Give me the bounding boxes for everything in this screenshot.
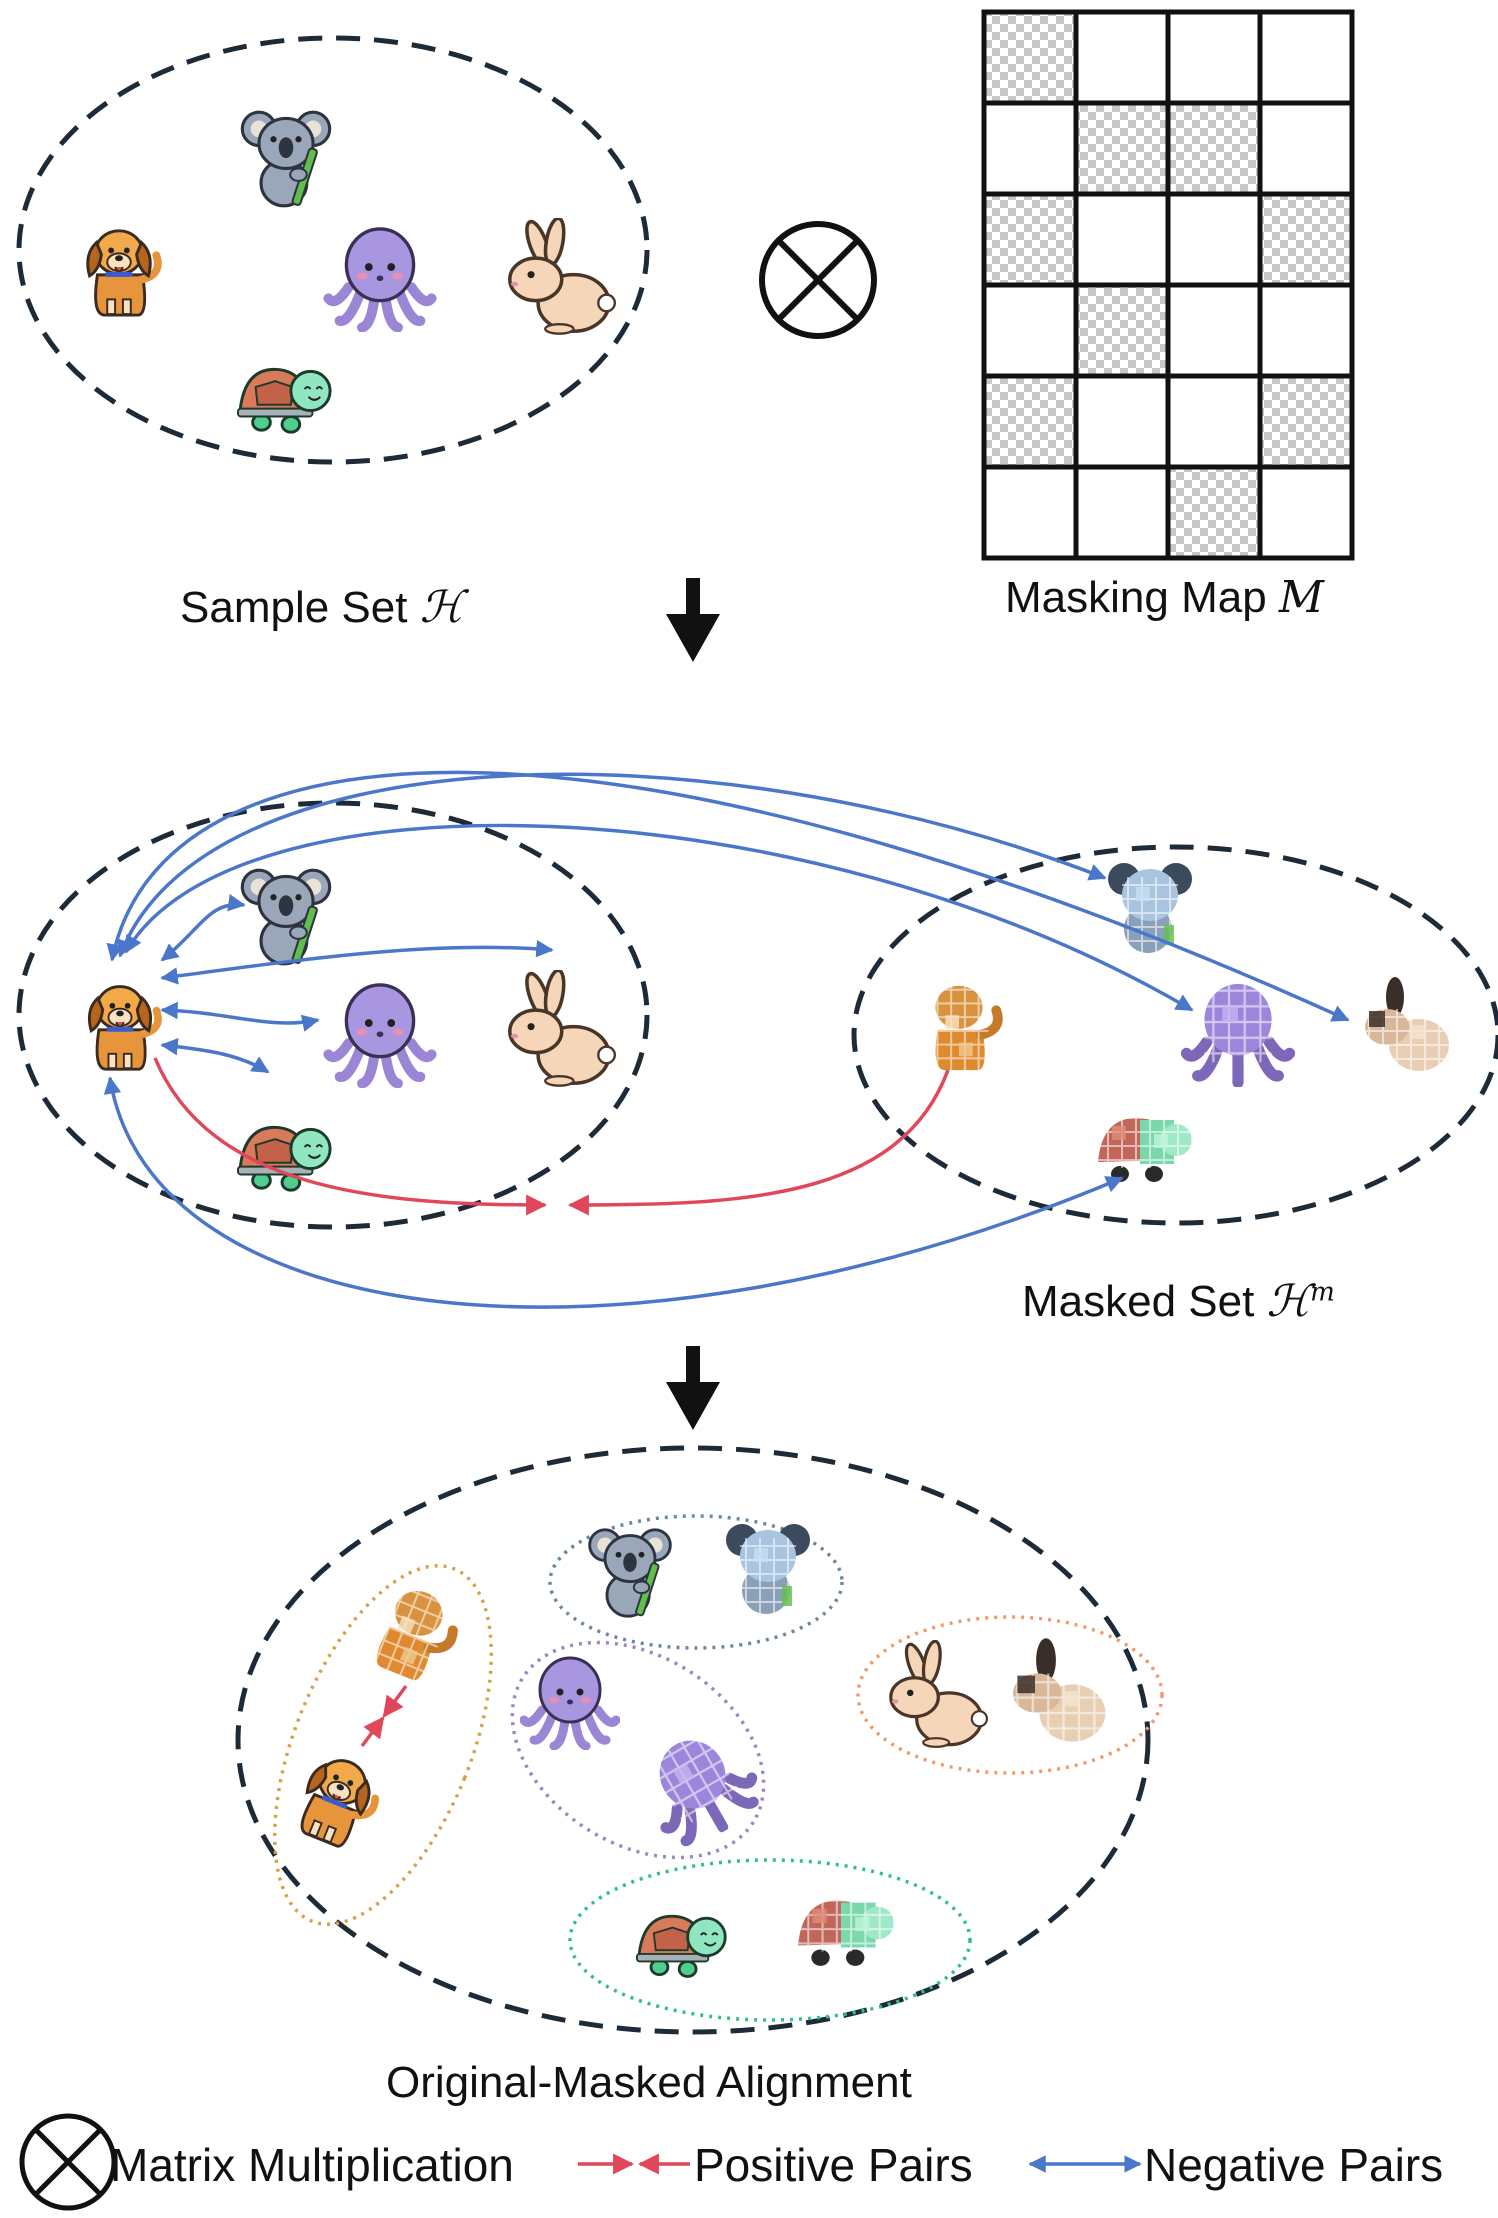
unmasked-cell xyxy=(1257,9,1355,106)
unmasked-cell xyxy=(1073,9,1171,106)
unmasked-cell xyxy=(1073,373,1171,470)
octopus-icon xyxy=(328,985,431,1084)
masked-cell xyxy=(1257,373,1355,470)
alignment-label: Original-Masked Alignment xyxy=(386,2058,912,2107)
sample-set-ellipse xyxy=(16,35,650,465)
masked-set-symbol: ℋ xyxy=(1266,1276,1311,1327)
masking-map-symbol: M xyxy=(1278,572,1324,623)
masked-koala-icon xyxy=(1108,863,1192,953)
unmasked-cell xyxy=(1257,464,1355,561)
masked-cell xyxy=(981,373,1079,470)
masked-dog-icon xyxy=(367,1582,464,1688)
masked-cell xyxy=(981,9,1079,106)
masking-map-label: Masking Map M xyxy=(1005,572,1324,623)
dog-icon xyxy=(89,987,158,1070)
masked-rabbit-icon xyxy=(1365,977,1449,1071)
masked-set-ellipse xyxy=(851,844,1498,1226)
legend-positive-label: Positive Pairs xyxy=(694,2139,973,2191)
unmasked-cell xyxy=(1073,191,1171,288)
unmasked-cell xyxy=(981,464,1079,561)
unmasked-cell xyxy=(1165,191,1263,288)
unmasked-cell xyxy=(1073,464,1171,561)
koala-icon xyxy=(240,110,332,208)
masked-cell xyxy=(1073,282,1171,379)
turtle-icon xyxy=(635,1914,728,1979)
masking-map-text: Masking Map xyxy=(1005,573,1267,622)
masked-dog-icon xyxy=(930,986,998,1070)
down-arrow-icon xyxy=(666,578,720,662)
pair-octopus xyxy=(510,1640,766,1860)
masked-cell xyxy=(1165,464,1263,561)
positive-pair-arrow xyxy=(360,1684,408,1748)
masked-octopus-icon xyxy=(632,1720,766,1852)
masked-cell xyxy=(981,191,1079,288)
rabbit-icon xyxy=(889,1640,988,1749)
octopus-icon xyxy=(328,229,431,328)
pair-koala xyxy=(548,1514,844,1650)
masked-turtle-icon xyxy=(798,1898,894,1966)
sample-set-symbol: ℋ xyxy=(419,582,464,633)
dog-icon xyxy=(291,1751,386,1853)
octopus-icon xyxy=(524,1658,616,1746)
masked-set-superscript: m xyxy=(1310,1277,1335,1308)
pair-dog xyxy=(272,1564,494,1926)
alignment-ellipse xyxy=(235,1445,1151,2035)
masked-cell xyxy=(1165,100,1263,197)
unmasked-cell xyxy=(1257,282,1355,379)
pair-turtle xyxy=(568,1858,972,2022)
koala-icon xyxy=(588,1528,672,1618)
matrix-multiplication-icon xyxy=(759,221,877,339)
masked-cell xyxy=(1073,100,1171,197)
sample-set-text: Sample Set xyxy=(180,583,408,632)
turtle-icon xyxy=(236,367,333,435)
masked-rabbit-icon xyxy=(1013,1638,1106,1742)
unmasked-cell xyxy=(1165,373,1263,470)
positive-pair-arrow xyxy=(153,1057,950,1216)
unmasked-cell xyxy=(981,100,1079,197)
masked-cell xyxy=(1257,191,1355,288)
legend-matrix-icon xyxy=(19,2113,117,2211)
negative-pair-arrows xyxy=(103,770,1350,1309)
dog-icon xyxy=(88,231,158,315)
pair-rabbit xyxy=(856,1615,1164,1775)
masked-turtle-icon xyxy=(1098,1116,1192,1182)
unmasked-cell xyxy=(1257,100,1355,197)
rabbit-icon xyxy=(508,970,616,1088)
unmasked-cell xyxy=(1165,9,1263,106)
legend-matrix-label: Matrix Multiplication xyxy=(110,2139,514,2191)
masked-koala-icon xyxy=(726,1524,810,1614)
down-arrow-icon xyxy=(666,1346,720,1430)
masking-map-grid xyxy=(981,9,1355,561)
rabbit-icon xyxy=(508,218,616,336)
unmasked-cell xyxy=(1165,282,1263,379)
sample-set-label: Sample Set ℋ xyxy=(180,582,463,633)
masked-octopus-icon xyxy=(1186,984,1289,1083)
masked-set-label: Masked Set ℋm xyxy=(1022,1276,1335,1327)
koala-icon xyxy=(240,868,332,966)
masked-set-text: Masked Set xyxy=(1022,1277,1255,1326)
unmasked-cell xyxy=(981,282,1079,379)
legend-negative-label: Negative Pairs xyxy=(1144,2139,1444,2191)
